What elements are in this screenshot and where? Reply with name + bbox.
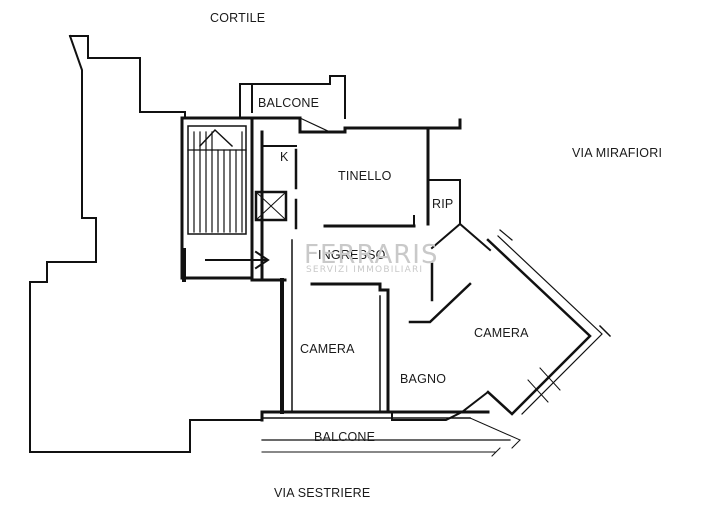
wall-bagno — [391, 390, 490, 421]
watermark-subtitle: SERVIZI IMMOBILIARI — [306, 265, 424, 275]
label-via-mirafiori: VIA MIRAFIORI — [572, 146, 663, 160]
label-bagno: BAGNO — [400, 372, 447, 386]
stair-well — [180, 116, 254, 280]
building-outline — [69, 35, 253, 119]
label-camera-left: CAMERA — [300, 342, 355, 356]
balcone-top-rail — [251, 75, 346, 119]
label-ingresso: INGRESSO — [318, 248, 386, 262]
wall-camera-right — [486, 238, 592, 416]
lift-box — [254, 190, 288, 222]
label-tinello: TINELLO — [338, 169, 392, 183]
label-balcone-bottom: BALCONE — [314, 430, 376, 444]
label-camera-right: CAMERA — [474, 326, 529, 340]
label-via-sestriere: VIA SESTRIERE — [274, 486, 371, 500]
watermark-brand: FERRARIS — [304, 240, 439, 270]
stair-arrow — [205, 250, 270, 270]
label-rip: RIP — [432, 197, 454, 211]
label-cortile: CORTILE — [210, 11, 266, 25]
label-balcone-top: BALCONE — [258, 96, 320, 110]
label-k: K — [280, 150, 289, 164]
